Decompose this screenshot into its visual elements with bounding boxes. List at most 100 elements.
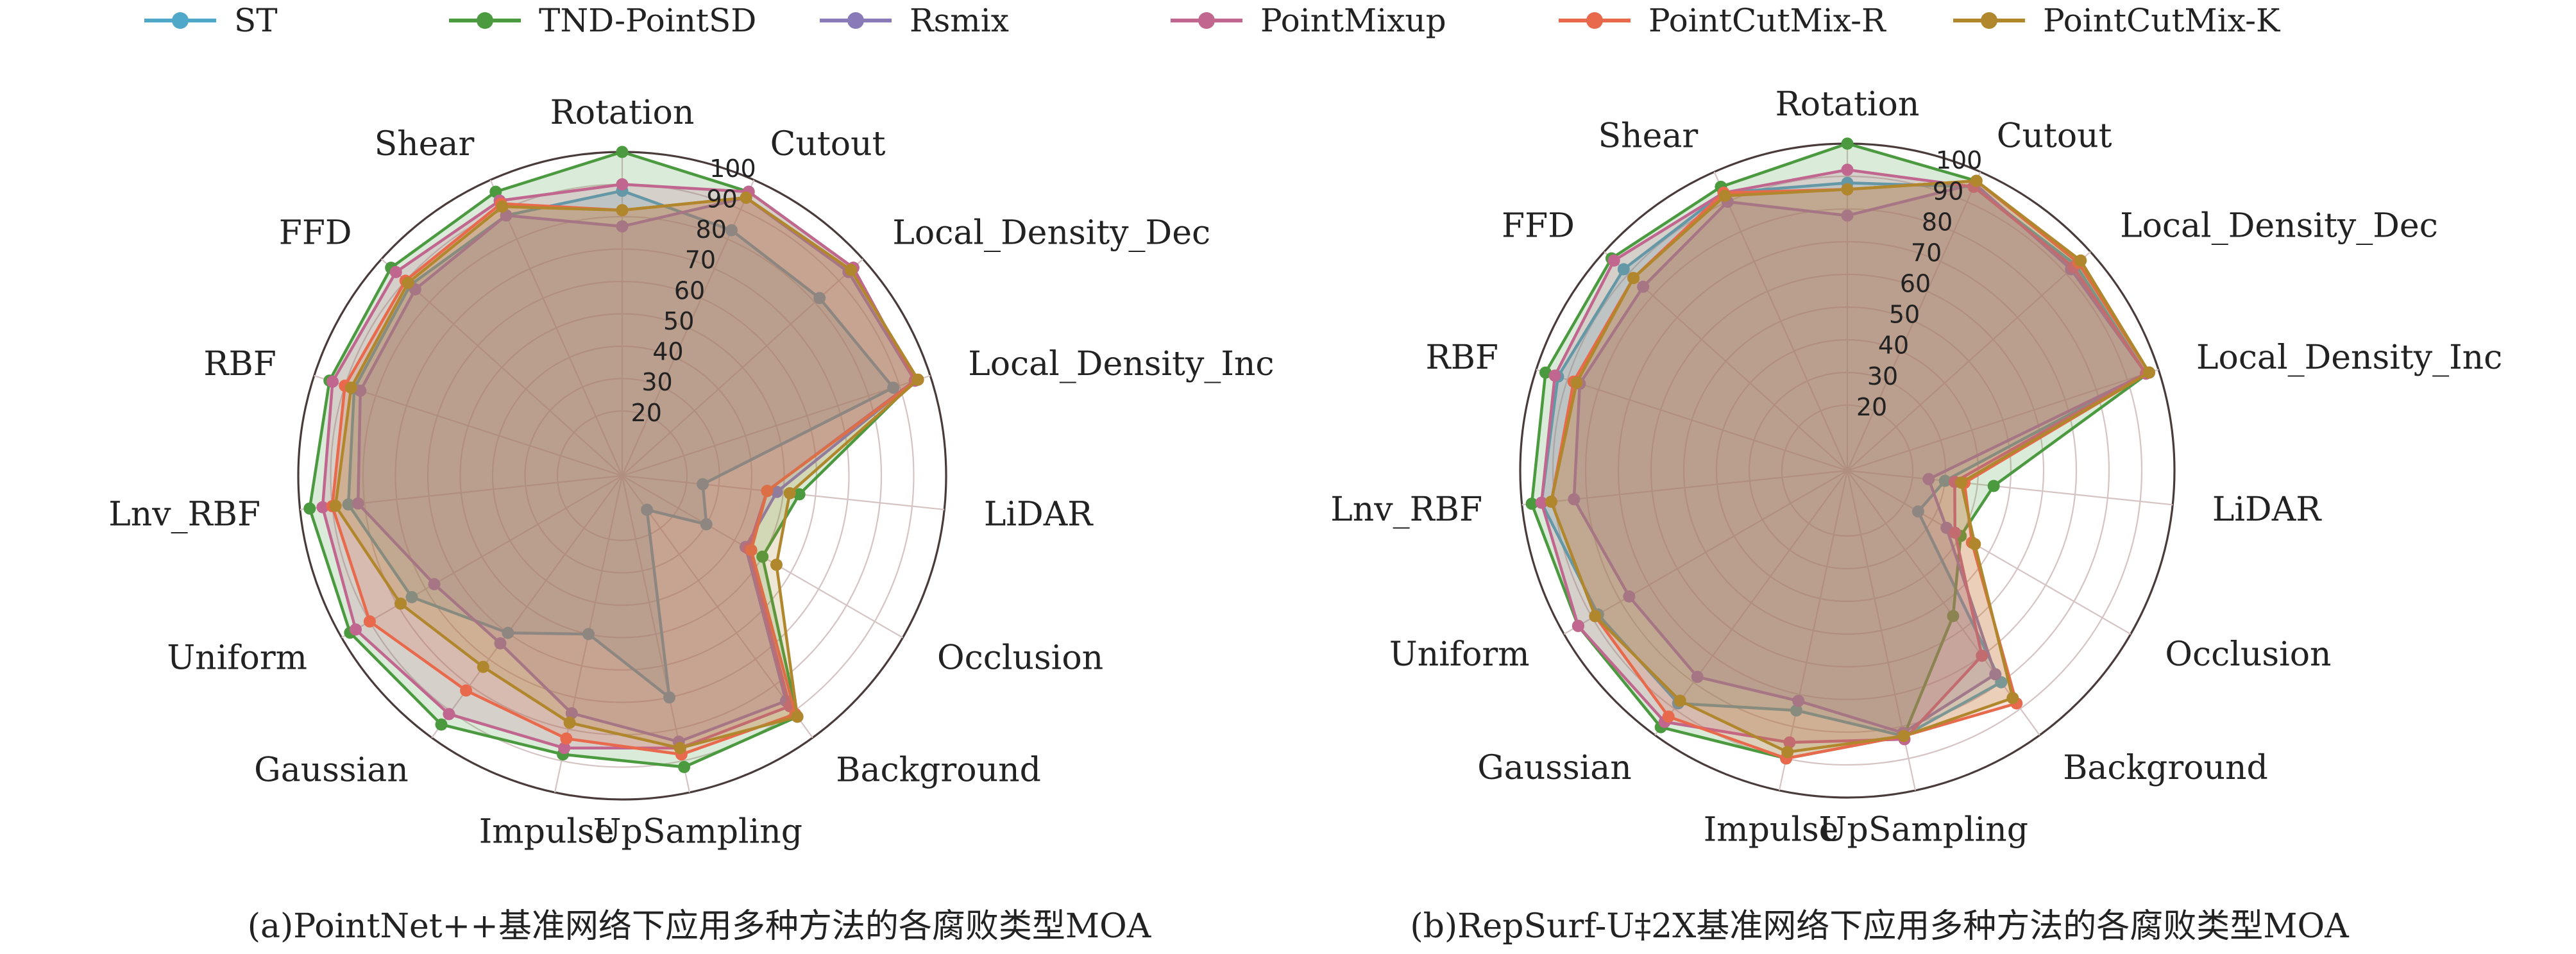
category-label: UpSampling xyxy=(593,813,802,851)
data-point xyxy=(1841,183,1854,196)
data-point xyxy=(1674,694,1686,707)
grid-spoke xyxy=(1847,470,2040,736)
series-area xyxy=(1551,181,2149,753)
category-label: Gaussian xyxy=(254,751,409,790)
legend-label: PointCutMix-K xyxy=(2043,2,2281,39)
data-point xyxy=(770,485,783,498)
legend-label: ST xyxy=(234,2,278,39)
data-point xyxy=(745,544,758,556)
data-point xyxy=(1987,480,2000,492)
data-point xyxy=(326,375,339,388)
data-point xyxy=(616,220,629,233)
data-point xyxy=(1976,649,1988,662)
category-label: LiDAR xyxy=(2212,490,2322,529)
category-label: FFD xyxy=(279,214,352,253)
data-point xyxy=(678,760,691,773)
data-point xyxy=(616,204,629,217)
data-point xyxy=(363,615,376,628)
tick-label: 90 xyxy=(1933,177,1963,205)
category-label: LiDAR xyxy=(984,495,1094,533)
grid-spoke xyxy=(1536,369,1848,472)
series-area xyxy=(348,190,894,698)
data-point xyxy=(303,502,316,515)
category-label: Shear xyxy=(375,125,475,163)
data-point xyxy=(1841,137,1854,150)
grid-spoke xyxy=(1563,470,1848,635)
grid-spoke xyxy=(1847,251,2091,471)
data-point xyxy=(402,276,414,289)
data-point xyxy=(565,707,578,719)
tick-label: 40 xyxy=(1878,331,1909,360)
data-point xyxy=(342,498,355,511)
tick-label: 100 xyxy=(1936,146,1983,174)
data-point xyxy=(443,708,455,721)
data-point xyxy=(1841,209,1854,222)
data-point xyxy=(1970,174,1983,187)
data-point xyxy=(1589,610,1602,623)
chart-caption: (a)PointNet++基准网络下应用多种方法的各腐败类型MOA xyxy=(248,907,1152,946)
legend-label: TND-PointSD xyxy=(539,2,756,39)
category-label: RBF xyxy=(1426,339,1498,377)
data-point xyxy=(1617,263,1630,276)
data-point xyxy=(1781,746,1794,758)
category-label: Gaussian xyxy=(1477,749,1632,787)
radar-chart-a: 2030405060708090100RotationCutoutLocal_D… xyxy=(108,94,1274,946)
tick-label: 50 xyxy=(663,307,694,335)
data-point xyxy=(887,381,900,394)
tick-label: 40 xyxy=(652,338,683,366)
legend-marker xyxy=(477,12,493,29)
grid-spoke xyxy=(1847,469,2173,506)
radar-chart-b: 2030405060708090100RotationCutoutLocal_D… xyxy=(1330,85,2502,946)
data-point xyxy=(700,518,713,531)
data-point xyxy=(845,264,857,276)
series-line xyxy=(1550,179,2151,754)
legend-label: Rsmix xyxy=(910,2,1009,39)
data-point xyxy=(1607,254,1620,267)
data-point xyxy=(1969,538,1981,551)
tick-label: 70 xyxy=(685,246,716,274)
data-point xyxy=(316,501,329,514)
category-label: Impulse xyxy=(1704,811,1839,849)
legend-marker xyxy=(1981,12,1997,29)
data-point xyxy=(1783,736,1796,749)
data-point xyxy=(1535,496,1548,509)
category-label: Local_Density_Inc xyxy=(968,345,1274,383)
series-area xyxy=(1532,144,2149,758)
data-point xyxy=(2143,366,2155,379)
data-point xyxy=(783,487,796,499)
grid-spoke xyxy=(622,374,931,477)
data-point xyxy=(1572,619,1584,632)
category-label: Local_Density_Dec xyxy=(2120,206,2438,245)
legend-marker xyxy=(1198,12,1215,29)
data-point xyxy=(1897,730,1910,742)
legend-label: PointCutMix-R xyxy=(1648,2,1886,39)
category-label: UpSampling xyxy=(1819,811,2028,849)
data-point xyxy=(1539,366,1552,379)
data-point xyxy=(756,550,769,563)
legend-marker xyxy=(172,12,189,29)
data-point xyxy=(1525,498,1538,510)
data-point xyxy=(502,626,514,639)
category-label: Impulse xyxy=(479,813,614,851)
tick-label: 20 xyxy=(631,399,662,427)
series-area xyxy=(1541,183,2146,736)
data-point xyxy=(558,742,571,755)
series-area xyxy=(1573,183,2146,733)
data-point xyxy=(1627,272,1640,285)
category-label: Occlusion xyxy=(2165,635,2331,674)
data-point xyxy=(329,499,342,512)
category-label: Shear xyxy=(1598,117,1699,156)
data-point xyxy=(641,503,654,516)
data-point xyxy=(674,742,686,755)
category-label: Uniform xyxy=(1389,635,1530,674)
chart-caption: (b)RepSurf-U‡2X基准网络下应用多种方法的各腐败类型MOA xyxy=(1410,907,2350,946)
data-point xyxy=(663,691,675,704)
legend-marker xyxy=(1586,12,1603,29)
tick-label: 20 xyxy=(1856,393,1887,421)
data-point xyxy=(725,224,738,237)
data-point xyxy=(911,373,924,386)
grid-spoke xyxy=(1713,171,1849,471)
category-label: Cutout xyxy=(1997,117,2112,156)
